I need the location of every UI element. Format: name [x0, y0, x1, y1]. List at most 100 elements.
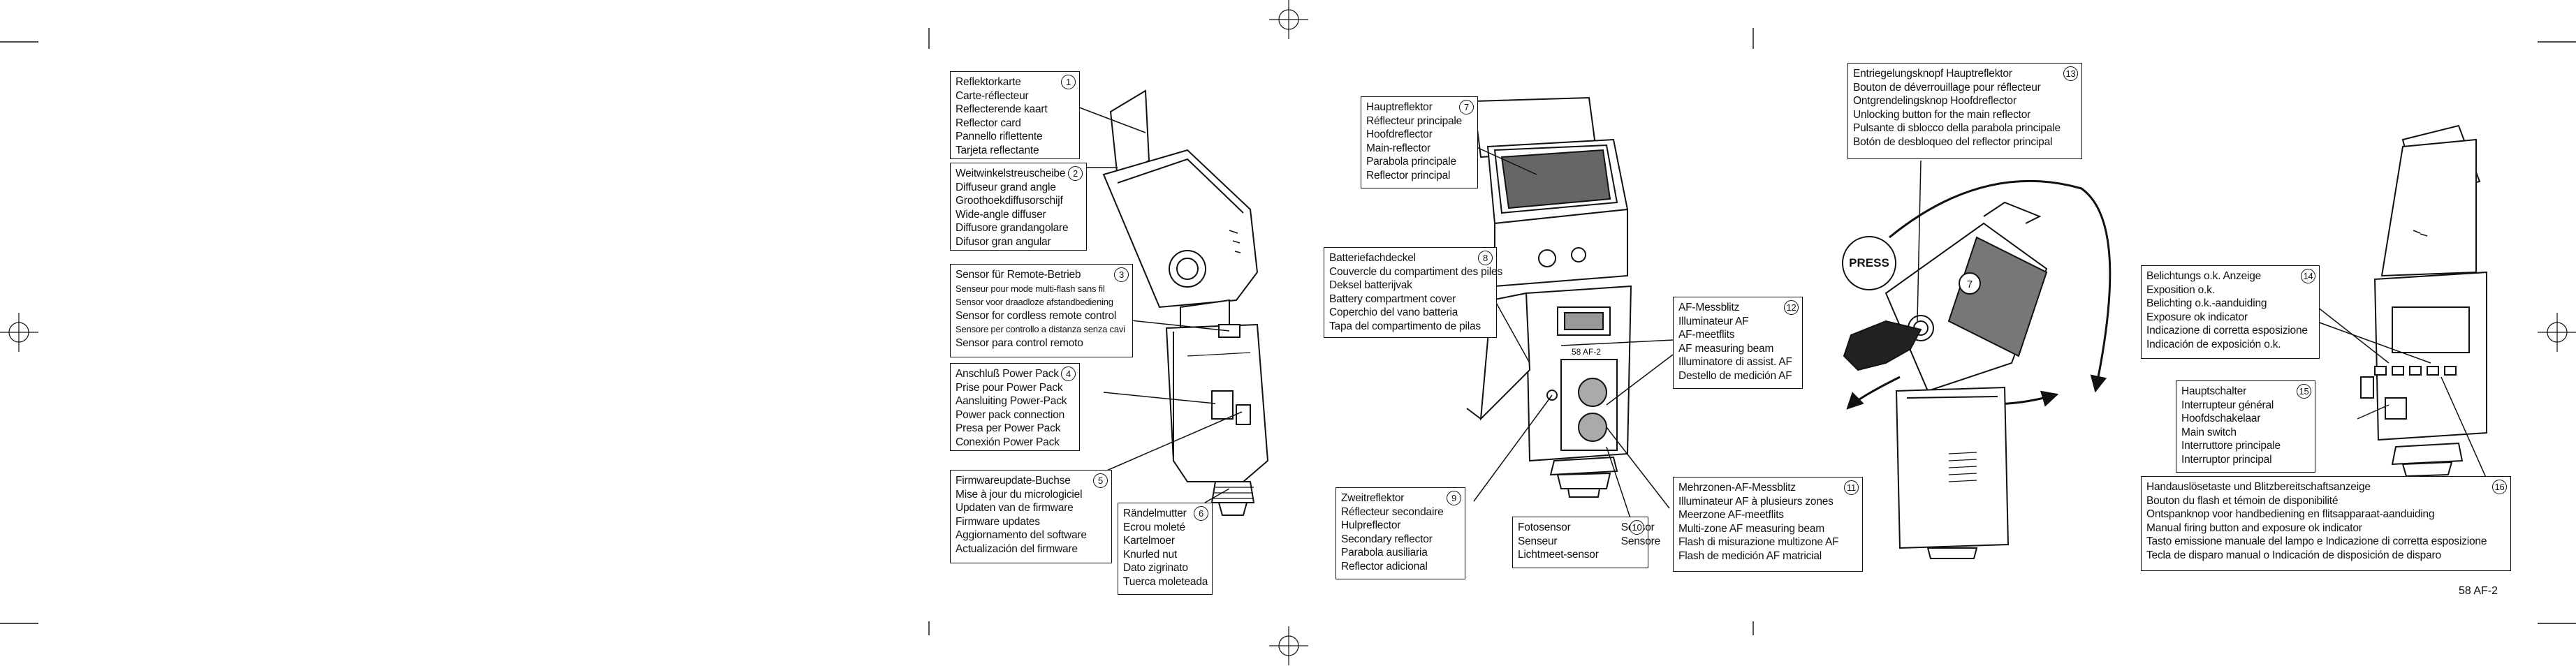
callout-line: Anschluß Power Pack — [956, 368, 1059, 380]
callout-number: 13 — [2063, 66, 2078, 81]
callout-line: Prise pour Power Pack — [956, 381, 1063, 394]
callout-number: 5 — [1093, 473, 1108, 488]
callout-line: Mise à jour du micrologiciel — [956, 488, 1083, 501]
callout-line: Tasto emissione manuale del lampo e Indi… — [2146, 535, 2487, 548]
callout-line: Réflecteur principale — [1366, 114, 1463, 127]
callout-line: Senseur — [1518, 535, 1558, 547]
callout-line: Aggiornamento del software — [956, 529, 1087, 542]
callout-line: Kartelmoer — [1123, 535, 1175, 547]
crop-marks — [0, 28, 2576, 635]
callout-line: Rändelmutter — [1123, 508, 1187, 519]
callout-line: Hauptschalter — [2181, 385, 2247, 397]
callout-line: Pulsante di sblocco della parabola princ… — [1853, 122, 2061, 135]
callout-line: Belichtungs o.k. Anzeige — [2146, 270, 2262, 282]
callout-line: Firmwareupdate-Buchse — [956, 475, 1071, 487]
callout-line: Diffusore grandangolare — [956, 222, 1069, 235]
callout-line: AF-Messblitz — [1678, 302, 1740, 313]
flash-front-view — [1466, 96, 1632, 498]
callout-8: 8 Batteriefachdeckel Couvercle du compar… — [1324, 247, 1502, 338]
callout-line: Multi-zone AF measuring beam — [1678, 522, 1824, 535]
callout-line: Lichtmeet-sensor — [1518, 549, 1599, 561]
callout-number: 3 — [1114, 267, 1129, 282]
callout-2: 2 Weitwinkelstreuscheibe Diffuseur grand… — [950, 163, 1087, 251]
callout-line: Aansluiting Power-Pack — [956, 395, 1067, 408]
callout-3: 3 Sensor für Remote-Betrieb Senseur pour… — [950, 264, 1133, 357]
callout-line: Réflecteur secondaire — [1341, 505, 1444, 518]
callout-number: 1 — [1061, 75, 1076, 89]
callout-line: Sensore — [1620, 535, 1661, 547]
callout-line: Reflector adicional — [1341, 560, 1428, 572]
callout-line: Conexión Power Pack — [956, 436, 1060, 448]
callout-line: Tecla de disparo manual o Indicación de … — [2146, 549, 2441, 561]
callout-number: 9 — [1447, 491, 1461, 505]
callout-line: AF measuring beam — [1678, 342, 1774, 355]
callout-line: Unlocking button for the main reflector — [1853, 108, 2031, 121]
flash-side-view — [1102, 89, 1269, 516]
callout-5: 5 Firmwareupdate-Buchse Mise à jour du m… — [950, 470, 1112, 563]
callout-1: 1 Reflektorkarte Carte-réflecteur Reflec… — [950, 71, 1080, 159]
callout-line: Entriegelungsknopf Hauptreflektor — [1853, 68, 2012, 80]
callout-number: 7 — [1459, 100, 1474, 114]
callout-line: Reflector card — [956, 117, 1021, 129]
callout-15: 15 Hauptschalter Interrupteur général Ho… — [2176, 380, 2315, 473]
callout-line: Hoofdreflector — [1366, 128, 1433, 141]
callout-line: Interruptor principal — [2181, 453, 2272, 466]
callout-line: Meerzone AF-meetflits — [1678, 509, 1784, 521]
callout-line: Sensor para control remoto — [956, 336, 1083, 349]
callout-number: 8 — [1478, 251, 1493, 265]
flash-unlock-view — [1842, 179, 2112, 559]
callout-14: 14 Belichtungs o.k. Anzeige Exposition o… — [2141, 265, 2320, 359]
callout-line: Reflector principal — [1366, 169, 1451, 182]
callout-7: 7 Hauptreflektor Réflecteur principale H… — [1361, 96, 1478, 188]
callout-13: 13 Entriegelungsknopf Hauptreflektor Bou… — [1847, 63, 2082, 159]
callout-line: Fotosensor — [1518, 521, 1571, 533]
callout-number: 6 — [1194, 506, 1208, 521]
callout-line: Updaten van de firmware — [956, 502, 1074, 515]
callout-line: Interrupteur général — [2181, 399, 2274, 411]
page-label: 58 AF-2 — [2459, 585, 2498, 597]
callout-line: Indicazione di corretta esposizione — [2146, 325, 2308, 337]
callout-line: Handauslösetaste und Blitzbereitschaftsa… — [2146, 481, 2371, 493]
callout-line: Reflecterende kaart — [956, 103, 1048, 116]
callout-line: Pannello riflettente — [956, 131, 1043, 143]
callout-line: AF-meetflits — [1678, 329, 1735, 341]
callout-line: Coperchio del vano batteria — [1329, 306, 1458, 319]
callout-line: Battery compartment cover — [1329, 293, 1456, 305]
callout-line: Illuminateur AF à plusieurs zones — [1678, 495, 1834, 508]
callout-line: Sensore per controllo a distanza senza c… — [956, 324, 1125, 335]
callout-line: Manual firing button and exposure ok ind… — [2146, 521, 2362, 534]
callout-line: Actualización del firmware — [956, 542, 1078, 555]
callout-line: Illuminateur AF — [1678, 315, 1749, 327]
callout-line: Botón de desbloqueo del reflector princi… — [1853, 135, 2053, 148]
callout-line: Sensor für Remote-Betrieb — [956, 269, 1081, 281]
press-text: PRESS — [1849, 256, 1889, 269]
callout-line: Ontgrendelingsknop Hoofdreflector — [1853, 95, 2017, 108]
callout-number: 12 — [1784, 300, 1799, 315]
callout-line: Tapa del compartimento de pilas — [1329, 320, 1481, 332]
callout-12: 12 AF-Messblitz Illuminateur AF AF-meetf… — [1673, 297, 1803, 389]
callout-line: Ecrou moleté — [1123, 521, 1185, 533]
callout-line: Tuerca moleteada — [1123, 575, 1208, 588]
leader-lines-front — [1459, 139, 1674, 552]
flash-model-text: 58 AF-2 — [1572, 347, 1601, 357]
callout-line: Interruttore principale — [2181, 440, 2281, 452]
callout-line: Bouton du flash et témoin de disponibili… — [2146, 494, 2339, 507]
callout-line: Ontspanknop voor handbediening en flitsa… — [2146, 508, 2435, 521]
callout-line: Difusor gran angular — [956, 235, 1051, 248]
callout-line: Presa per Power Pack — [956, 422, 1061, 435]
callout-line: Batteriefachdeckel — [1329, 252, 1416, 264]
marker-7-text: 7 — [1967, 279, 1973, 290]
callout-16: 16 Handauslösetaste und Blitzbereitschaf… — [2141, 476, 2511, 571]
callout-line: Diffuseur grand angle — [956, 181, 1056, 193]
callout-line: Weitwinkelstreuscheibe — [956, 168, 1066, 179]
callout-6: 6 Rändelmutter Ecrou moleté Kartelmoer K… — [1118, 503, 1213, 595]
callout-line: Mehrzonen-AF-Messblitz — [1678, 482, 1796, 494]
callout-10: 10 Fotosensor Senseur Lichtmeet-sensor S… — [1512, 517, 1660, 568]
callout-number: 10 — [1630, 520, 1644, 535]
callout-number: 16 — [2492, 480, 2507, 494]
callout-4: 4 Anschluß Power Pack Prise pour Power P… — [950, 363, 1080, 451]
callout-line: Groothoekdiffusorschijf — [956, 195, 1063, 207]
callout-line: Hulpreflector — [1341, 519, 1401, 532]
callout-11: 11 Mehrzonen-AF-Messblitz Illuminateur A… — [1673, 477, 1863, 572]
